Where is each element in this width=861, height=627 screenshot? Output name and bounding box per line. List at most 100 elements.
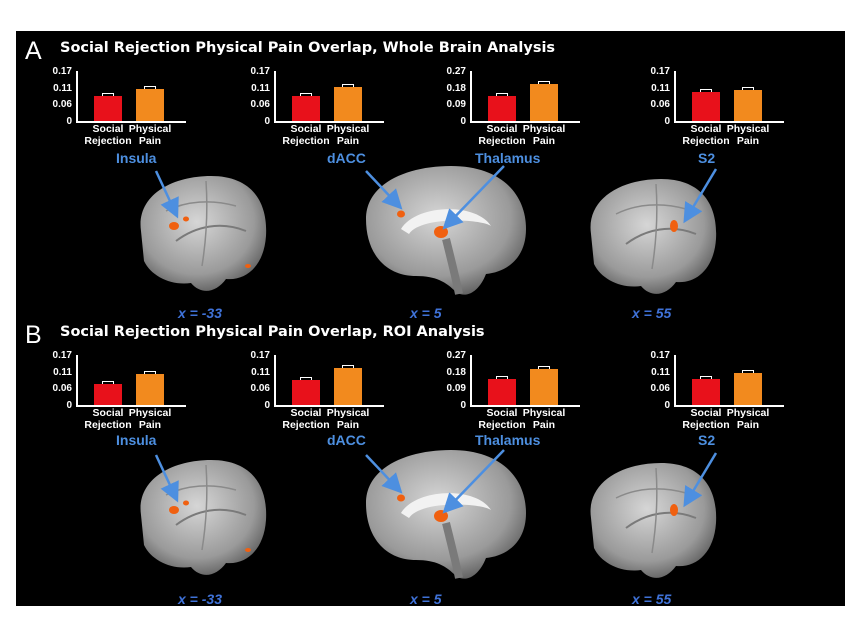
y-tick-label: 0 bbox=[460, 116, 466, 127]
social-rejection-bar bbox=[692, 378, 720, 405]
activation-blob bbox=[434, 226, 448, 238]
sulcus bbox=[625, 511, 697, 529]
y-tick-label: 0.11 bbox=[53, 366, 72, 378]
brain-sagittal-right bbox=[590, 463, 717, 578]
x-axis bbox=[470, 405, 580, 407]
category-label-line: Physical bbox=[726, 407, 770, 419]
category-label-line: Physical bbox=[522, 407, 566, 419]
x-axis bbox=[76, 121, 186, 123]
y-tick-label: 0.11 bbox=[651, 366, 670, 378]
error-bar bbox=[102, 93, 114, 96]
category-label-line: Physical bbox=[128, 123, 172, 135]
category-label-line: Rejection bbox=[682, 419, 730, 431]
error-bar bbox=[700, 88, 712, 92]
region-label-s2: S2 bbox=[698, 150, 716, 166]
category-label-line: Physical bbox=[326, 123, 370, 135]
category-label-line: Rejection bbox=[84, 135, 132, 147]
error-bar bbox=[742, 87, 754, 91]
y-tick-label: 0.18 bbox=[446, 82, 466, 94]
y-tick-label: 0.11 bbox=[651, 82, 670, 94]
category-label-line: Social bbox=[690, 407, 722, 419]
category-label-line: Social bbox=[92, 123, 124, 135]
category-label-line: Pain bbox=[138, 135, 162, 147]
y-tick-label: 0.06 bbox=[650, 99, 670, 111]
error-bar bbox=[342, 84, 354, 88]
panel-title: Social Rejection Physical Pain Overlap, … bbox=[60, 324, 485, 340]
category-label-line: Physical bbox=[128, 407, 172, 419]
y-tick-label: 0.06 bbox=[250, 99, 270, 111]
brain-sagittal-left bbox=[140, 460, 267, 575]
region-label-thalamus: Thalamus bbox=[475, 150, 541, 166]
y-tick-label: 0 bbox=[66, 116, 72, 127]
region-label-dacc: dACC bbox=[327, 432, 366, 448]
y-tick-label: 0.06 bbox=[52, 383, 72, 395]
y-axis bbox=[274, 355, 276, 406]
physical-pain-bar bbox=[334, 368, 362, 405]
panel-title: Social Rejection Physical Pain Overlap, … bbox=[60, 40, 556, 56]
y-tick-label: 0 bbox=[66, 400, 72, 411]
error-bar bbox=[102, 381, 114, 385]
x-axis bbox=[76, 405, 186, 407]
y-axis bbox=[470, 355, 472, 406]
brain-outline bbox=[140, 176, 267, 291]
category-label-line: Rejection bbox=[84, 419, 132, 431]
brain-outline bbox=[590, 463, 717, 578]
y-axis bbox=[76, 71, 78, 122]
physical-pain-bar bbox=[734, 372, 762, 405]
y-tick-label: 0 bbox=[264, 116, 270, 127]
pointer-arrow bbox=[442, 165, 505, 230]
sulcus bbox=[201, 180, 208, 267]
pointer-arrow bbox=[442, 449, 505, 514]
category-label-line: Social bbox=[92, 407, 124, 419]
category-label-line: Rejection bbox=[282, 135, 330, 147]
y-axis bbox=[674, 355, 676, 406]
category-label-line: Social bbox=[290, 123, 322, 135]
y-tick-label: 0.17 bbox=[650, 350, 670, 361]
category-label-line: Physical bbox=[726, 123, 770, 135]
y-axis bbox=[470, 71, 472, 122]
y-tick-label: 0 bbox=[460, 400, 466, 411]
category-label-line: Pain bbox=[336, 135, 360, 147]
region-label-insula: Insula bbox=[116, 432, 157, 448]
category-label-line: Pain bbox=[336, 419, 360, 431]
slice-coordinate: x = 5 bbox=[410, 305, 442, 321]
x-axis bbox=[274, 121, 384, 123]
slice-coordinate: x = 55 bbox=[632, 591, 672, 607]
y-axis bbox=[674, 71, 676, 122]
activation-blob bbox=[245, 548, 251, 552]
y-tick-label: 0.17 bbox=[52, 350, 72, 361]
y-tick-label: 0 bbox=[664, 400, 670, 411]
y-tick-label: 0.06 bbox=[52, 99, 72, 111]
physical-pain-bar bbox=[734, 90, 762, 121]
category-label-line: Social bbox=[690, 123, 722, 135]
physical-pain-bar bbox=[530, 368, 558, 405]
x-axis bbox=[674, 121, 784, 123]
brain-sagittal-left bbox=[140, 176, 267, 291]
physical-pain-bar bbox=[136, 88, 164, 121]
error-bar bbox=[496, 93, 508, 96]
sulcus bbox=[615, 488, 687, 499]
y-tick-label: 0.11 bbox=[251, 366, 270, 378]
brain-sagittal-midline bbox=[366, 450, 526, 579]
social-rejection-bar bbox=[292, 380, 320, 405]
y-tick-label: 0.17 bbox=[250, 350, 270, 361]
y-tick-label: 0.09 bbox=[446, 383, 466, 395]
brainstem bbox=[442, 522, 463, 579]
y-tick-label: 0.27 bbox=[446, 350, 466, 361]
x-axis bbox=[470, 121, 580, 123]
y-axis bbox=[274, 71, 276, 122]
